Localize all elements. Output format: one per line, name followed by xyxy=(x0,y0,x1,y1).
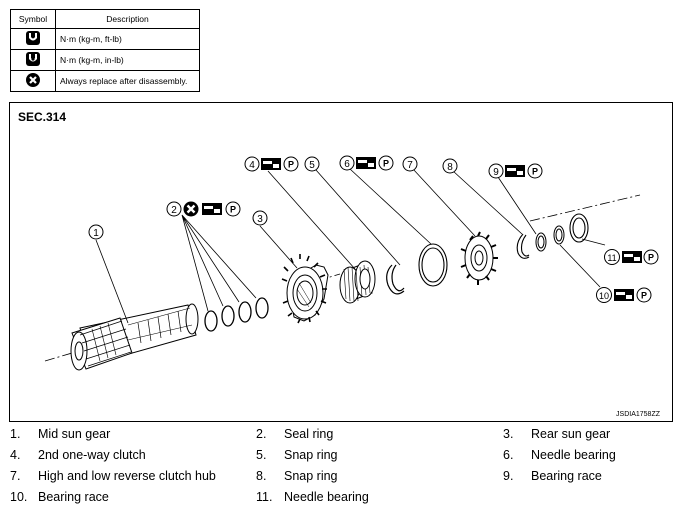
rear-sun-gear xyxy=(281,254,329,324)
part-name: Needle bearing xyxy=(284,490,369,504)
svg-text:9: 9 xyxy=(493,167,499,178)
svg-text:P: P xyxy=(288,160,294,170)
apply-p-icon: P xyxy=(643,249,659,265)
part-number: 5. xyxy=(256,448,267,462)
part-name: 2nd one-way clutch xyxy=(38,448,146,462)
part-name: Bearing race xyxy=(531,469,602,483)
always-replace-icon xyxy=(183,201,199,217)
svg-text:P: P xyxy=(230,205,236,215)
svg-text:7: 7 xyxy=(407,160,413,171)
svg-text:P: P xyxy=(648,253,654,263)
symbol-legend-table: Symbol Description N·m (kg-m, ft-lb) N·m… xyxy=(10,9,200,92)
part-number: 3. xyxy=(503,427,514,441)
bearing-race-2 xyxy=(553,225,565,245)
svg-text:P: P xyxy=(383,159,389,169)
part-name: Rear sun gear xyxy=(531,427,611,441)
part-name: Mid sun gear xyxy=(38,427,111,441)
legend-header-row: Symbol Description xyxy=(10,9,200,29)
apply-p-icon: P xyxy=(636,287,652,303)
snap-ring xyxy=(386,264,405,295)
callout-10: 10 xyxy=(596,287,612,303)
callout-8: 8 xyxy=(442,158,458,174)
callout-markers: 1 2 3 4 5 6 7 8 9 10 11 xyxy=(88,155,620,303)
torque-wrench-icon xyxy=(10,28,56,50)
exploded-view-diagram: SEC.314 xyxy=(9,102,673,422)
apply-p-icon: P xyxy=(378,155,394,171)
svg-text:6: 6 xyxy=(344,159,350,170)
part-number: 6. xyxy=(503,448,514,462)
petroleum-jelly-icon xyxy=(356,157,376,169)
legend-row: Always replace after disassembly. xyxy=(10,70,200,92)
part-name: High and low reverse clutch hub xyxy=(38,469,216,483)
seal-rings xyxy=(204,297,269,332)
symbol-markers: P P P P P P xyxy=(183,155,659,303)
legend-header-description: Description xyxy=(55,9,200,29)
svg-text:5: 5 xyxy=(309,160,315,171)
always-replace-icon xyxy=(10,70,56,92)
callout-9: 9 xyxy=(488,163,504,179)
callout-3: 3 xyxy=(252,210,268,226)
callout-1: 1 xyxy=(88,224,104,240)
callout-7: 7 xyxy=(402,156,418,172)
needle-bearing xyxy=(418,243,448,287)
callout-4: 4 xyxy=(244,156,260,172)
callout-11: 11 xyxy=(604,249,620,265)
part-number: 4. xyxy=(10,448,21,462)
petroleum-jelly-icon xyxy=(202,203,222,215)
legend-description: Always replace after disassembly. xyxy=(55,70,200,92)
legend-header-symbol: Symbol xyxy=(10,9,56,29)
part-name: Seal ring xyxy=(284,427,334,441)
legend-row: N·m (kg-m, ft-lb) xyxy=(10,28,200,50)
one-way-clutch xyxy=(339,260,376,304)
callout-6: 6 xyxy=(339,155,355,171)
part-number: 7. xyxy=(10,469,21,483)
needle-bearing-2 xyxy=(569,213,589,243)
part-number: 11. xyxy=(256,490,273,504)
part-number: 2. xyxy=(256,427,267,441)
part-name: Bearing race xyxy=(38,490,109,504)
part-name: Snap ring xyxy=(284,448,338,462)
leader-lines xyxy=(95,168,606,324)
svg-text:P: P xyxy=(532,167,538,177)
svg-text:3: 3 xyxy=(257,214,263,225)
part-number: 1. xyxy=(10,427,21,441)
legend-description: N·m (kg-m, ft-lb) xyxy=(55,28,200,50)
legend-row: N·m (kg-m, in-lb) xyxy=(10,49,200,71)
legend-description: N·m (kg-m, in-lb) xyxy=(55,49,200,71)
svg-text:2: 2 xyxy=(171,205,177,216)
snap-ring-2 xyxy=(516,233,530,259)
svg-text:P: P xyxy=(641,291,647,301)
svg-text:8: 8 xyxy=(447,162,453,173)
part-number: 10. xyxy=(10,490,28,504)
petroleum-jelly-icon xyxy=(505,165,525,177)
clutch-hub xyxy=(460,231,498,285)
apply-p-icon: P xyxy=(283,156,299,172)
petroleum-jelly-icon xyxy=(614,289,634,301)
petroleum-jelly-icon xyxy=(622,251,642,263)
svg-text:10: 10 xyxy=(599,291,609,301)
part-number: 9. xyxy=(503,469,514,483)
svg-text:1: 1 xyxy=(93,228,99,239)
part-number: 8. xyxy=(256,469,267,483)
apply-p-icon: P xyxy=(527,163,543,179)
mid-sun-gear-shaft xyxy=(70,303,199,371)
svg-text:4: 4 xyxy=(249,160,255,171)
callout-2: 2 xyxy=(166,201,182,217)
petroleum-jelly-icon xyxy=(261,158,281,170)
part-name: Snap ring xyxy=(284,469,338,483)
bearing-race xyxy=(535,232,547,252)
figure-code: JSDIA1758ZZ xyxy=(616,411,660,418)
apply-p-icon: P xyxy=(225,201,241,217)
part-name: Needle bearing xyxy=(531,448,616,462)
exploded-view-drawing: 1 2 3 4 5 6 7 8 9 10 11 P P P P P xyxy=(44,155,659,371)
svg-text:11: 11 xyxy=(607,253,616,263)
callout-5: 5 xyxy=(304,156,320,172)
torque-wrench-small-icon xyxy=(10,49,56,71)
section-label: SEC.314 xyxy=(18,110,67,124)
